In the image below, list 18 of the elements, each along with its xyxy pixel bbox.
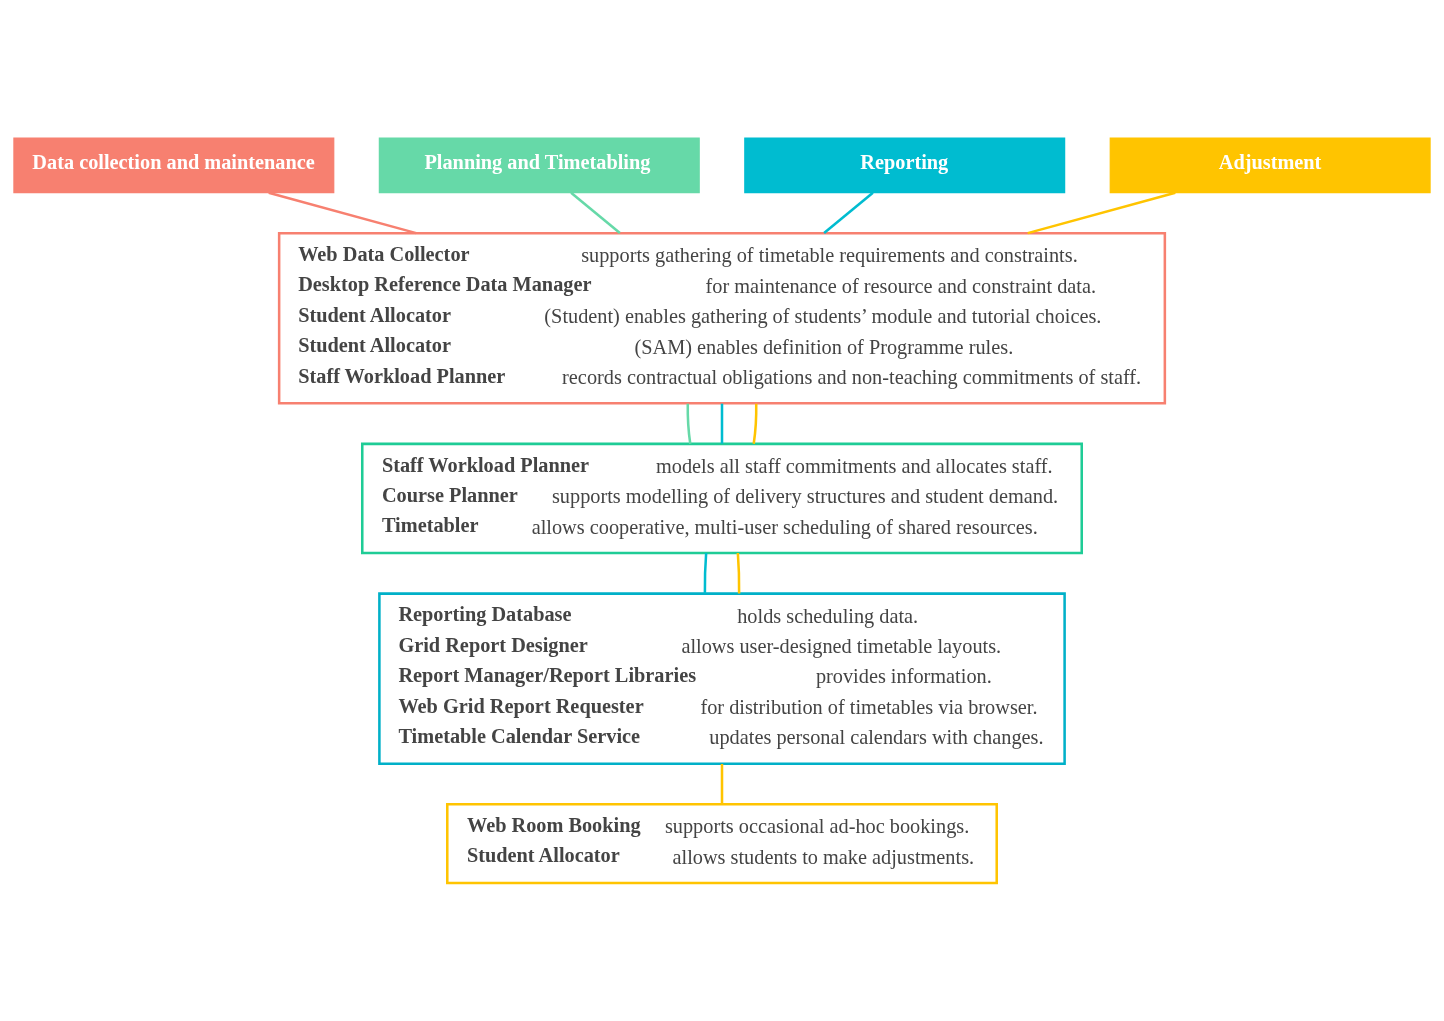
node-box: Planning and Timetabling	[378, 137, 700, 194]
node-box: Web Data Collector supports gathering of timetable requirements and constraints. Desktop Reference Data Manager for maintenance of resource and constraint data. Student Allocator (Student) enables gathering of students’ module and tutorial choices. Student Allocator (SAM) enables definition of Programme rules. Staff Workload Planner records contractual obligations and non-teaching commitments of staff.	[277, 231, 1167, 405]
connector	[736, 552, 741, 594]
connector	[1027, 191, 1176, 235]
connector	[686, 403, 692, 444]
connector	[703, 552, 708, 594]
connector	[823, 191, 874, 234]
node-box: Reporting	[744, 137, 1066, 194]
node-box: Data collection and maintenance	[13, 137, 335, 194]
node-box: Reporting Database holds scheduling data. Grid Report Designer allows user-designed timetable layouts. Report Manager/Report Libraries provides information. Web Grid Report Requester for distribution of timetables via browser. Timetable Calendar Service updates personal calendars with changes.	[378, 592, 1066, 765]
connector	[720, 403, 724, 444]
connector	[268, 191, 417, 235]
connector	[570, 191, 621, 234]
node-box: Web Room Booking supports occasional ad-hoc bookings. Student Allocator allows students to make adjustments.	[446, 803, 998, 885]
node-box: Adjustment	[1109, 137, 1431, 194]
node-box: Staff Workload Planner models all staff commitments and allocates staff. Course Planner supports modelling of delivery structures and student demand. Timetabler allows cooperative, multi-user scheduling of shared resources.	[361, 442, 1083, 555]
connector	[752, 403, 758, 444]
connector	[720, 763, 724, 805]
